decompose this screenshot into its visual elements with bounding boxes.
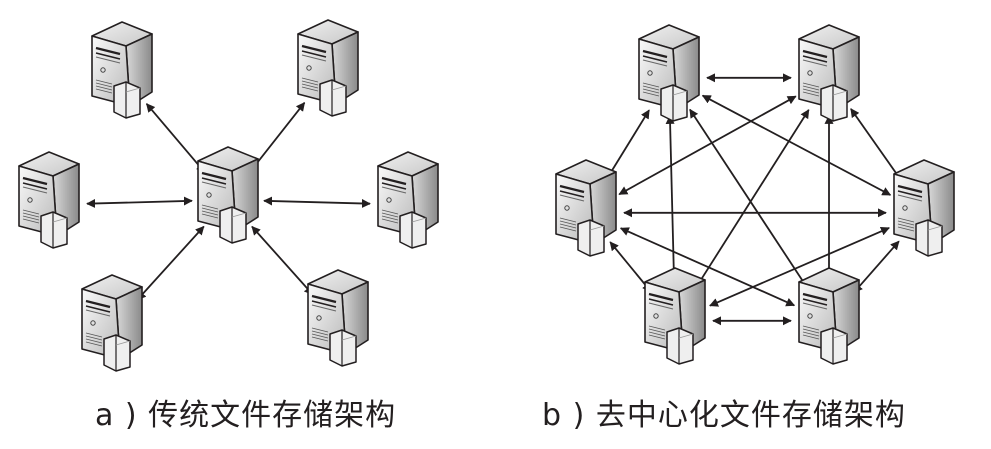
- server-icon-b-bottom-left: [644, 267, 706, 365]
- server-icon-b-left: [555, 159, 617, 257]
- link-top-right-left: [618, 95, 797, 196]
- server-icon-b-top-left: [638, 24, 700, 122]
- server-icon-b-top-right: [798, 24, 860, 122]
- server-icon-b-right: [893, 159, 955, 257]
- panel-a-servers: [18, 19, 439, 372]
- link-center-bottom-right: [251, 225, 314, 296]
- panel-a-links: [86, 101, 371, 301]
- server-icon-b-bottom-right: [798, 267, 860, 365]
- caption-decentralized-storage: b ) 去中心化文件存储架构: [542, 398, 906, 433]
- link-top-left-bottom-left: [665, 114, 679, 284]
- link-top-right-right: [850, 108, 903, 183]
- server-icon-a-top-right: [297, 19, 359, 117]
- server-icon-a-top-left: [91, 21, 153, 119]
- link-center-left: [86, 196, 193, 208]
- server-icon-a-center: [197, 146, 259, 244]
- link-center-bottom-left: [136, 225, 205, 301]
- server-icon-a-bottom-right: [307, 269, 369, 367]
- panel-b-links: [605, 73, 903, 326]
- server-icon-a-right: [377, 151, 439, 249]
- link-center-right: [263, 196, 371, 208]
- link-top-right-bottom-left: [694, 109, 810, 290]
- link-right-bottom-right: [853, 240, 900, 293]
- panel-b-servers: [555, 24, 955, 365]
- caption-traditional-storage: a ) 传统文件存储架构: [95, 398, 397, 433]
- server-icon-a-bottom-left: [81, 274, 143, 372]
- link-top-left-right: [701, 94, 892, 196]
- server-icon-a-left: [18, 151, 80, 249]
- link-center-top-left: [145, 103, 206, 173]
- link-top-left-bottom-right: [689, 108, 809, 290]
- link-center-top-right: [249, 101, 306, 173]
